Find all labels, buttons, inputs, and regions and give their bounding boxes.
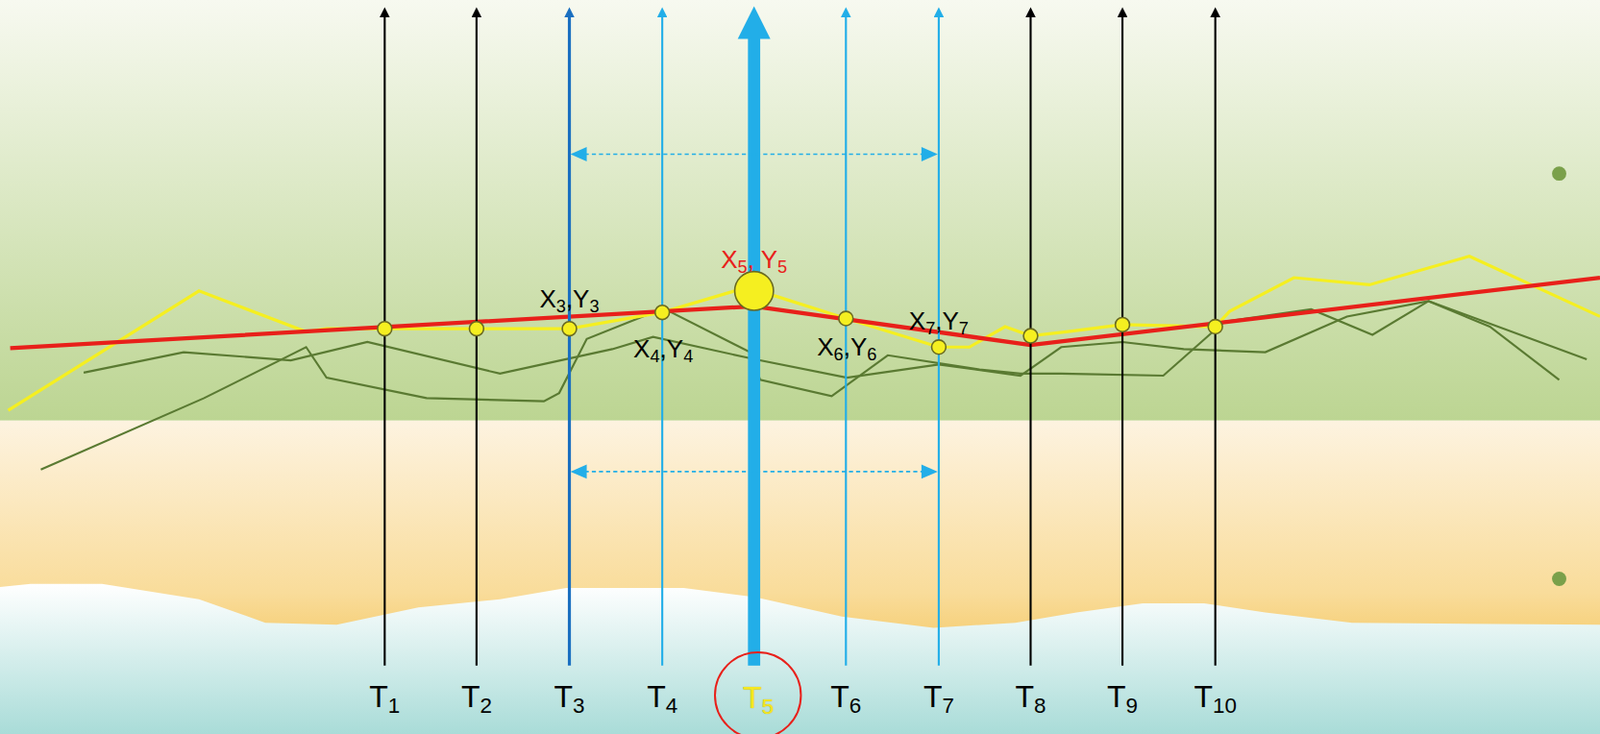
highlight-circle: T5: [713, 650, 803, 734]
transect-label: T7: [923, 681, 955, 713]
coordinate-label: X6,Y6: [816, 334, 877, 360]
transect-label: T6: [830, 681, 862, 713]
transect-label: T10: [1193, 681, 1236, 713]
transect-label: T9: [1107, 681, 1138, 713]
transect-label: T8: [1014, 681, 1046, 713]
transect-label: T1: [369, 681, 400, 713]
transect-label: T4: [646, 681, 678, 713]
coordinate-label: X3,Y3: [539, 286, 599, 312]
coordinate-label: X5, Y5: [720, 246, 788, 272]
transect-label: T3: [554, 681, 586, 713]
coordinate-label: X4,Y4: [633, 336, 693, 362]
transect-label: T5: [742, 682, 774, 714]
coordinate-label: X7,Y7: [909, 308, 969, 334]
transect-label: T2: [461, 681, 493, 713]
